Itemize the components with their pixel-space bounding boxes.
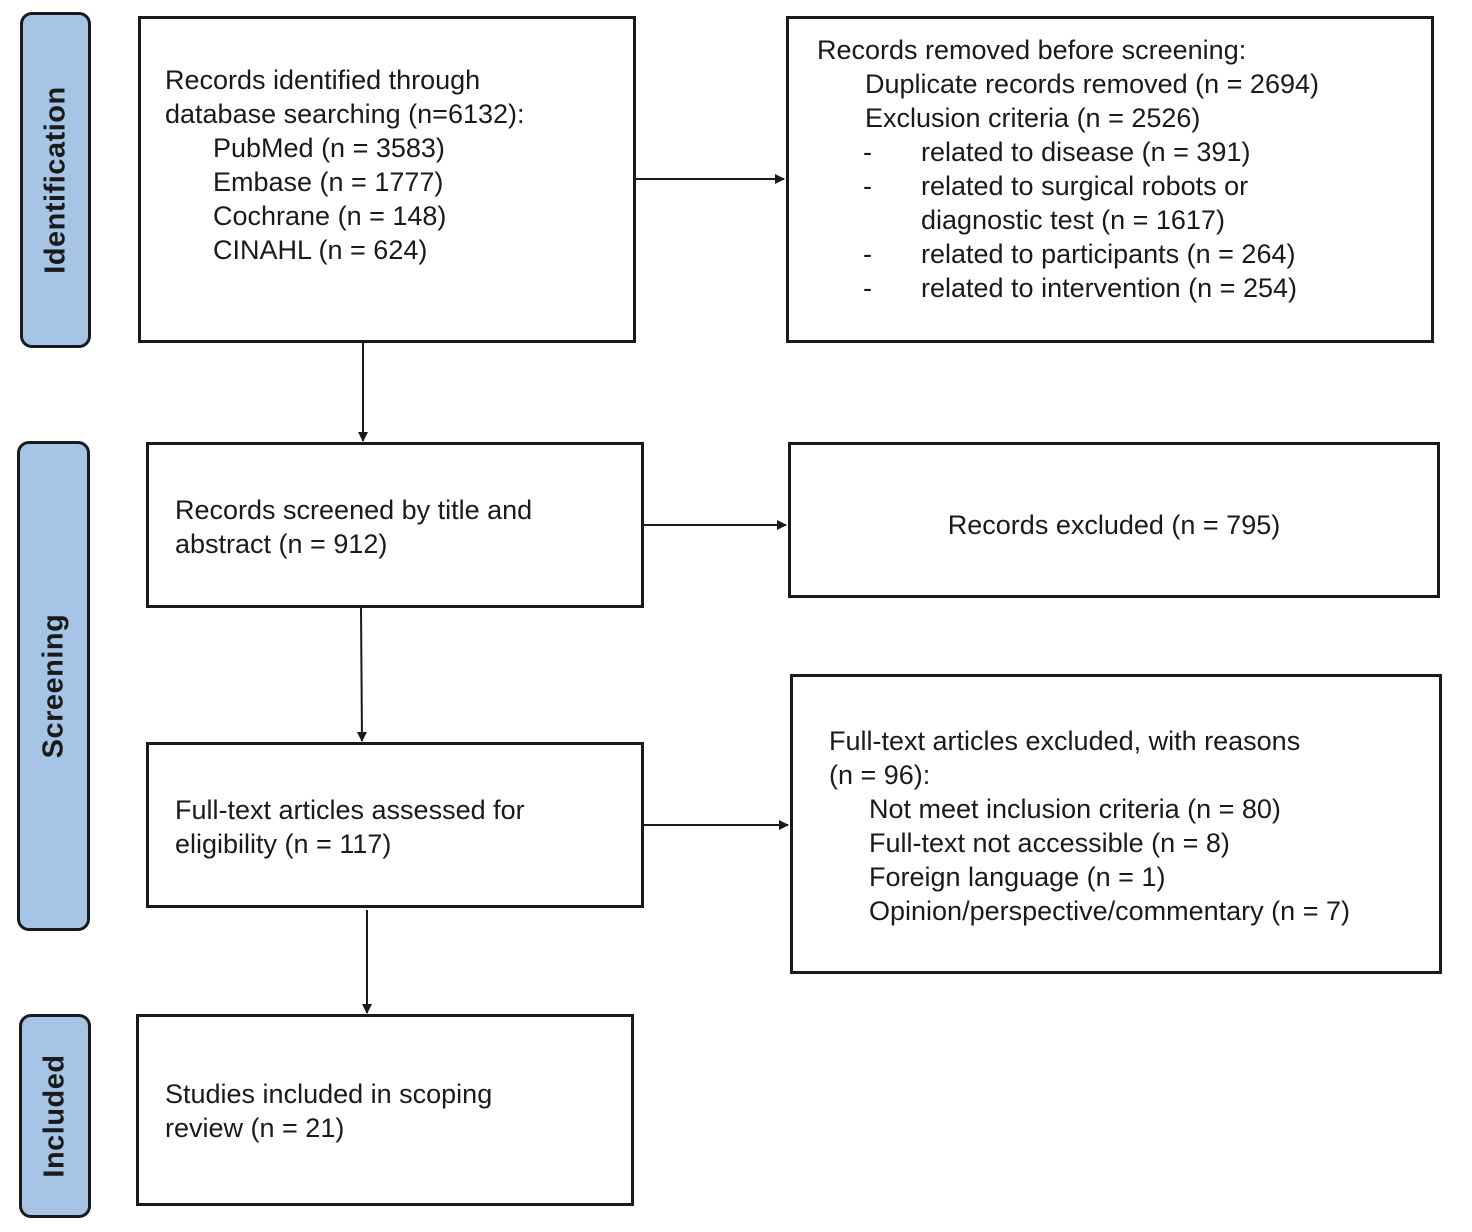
records-identified-box: Records identified through database sear… [138,16,636,343]
fulltext-excluded-heading-line1: Full-text articles excluded, with reason… [829,726,1301,756]
removed-heading: Records removed before screening: [817,35,1247,65]
studies-included-box: Studies included in scoping review (n = … [136,1014,634,1206]
phase-bar-included: Included [19,1014,91,1218]
source-cochrane: Cochrane (n = 148) [213,201,447,231]
bullet-dash: - [863,239,872,269]
screened-line2: abstract (n = 912) [175,529,388,559]
phase-bar-identification: Identification [20,12,91,348]
bullet-dash: - [863,273,872,303]
criteria-intervention-text: related to intervention (n = 254) [921,273,1297,303]
phase-bar-screening: Screening [17,441,90,931]
records-excluded-box: Records excluded (n = 795) [788,442,1440,598]
source-cinahl: CINAHL (n = 624) [213,235,428,265]
identified-heading-line1: Records identified through [165,65,481,95]
reason-opinion: Opinion/perspective/commentary (n = 7) [869,896,1350,926]
duplicates-removed: Duplicate records removed (n = 2694) [865,69,1319,99]
criteria-participants-text: related to participants (n = 264) [921,239,1296,269]
excluded-text: Records excluded (n = 795) [947,510,1281,540]
fulltext-excluded-heading-line2: (n = 96): [829,760,931,790]
bullet-dash: - [863,171,872,201]
included-line2: review (n = 21) [165,1113,345,1143]
records-screened-box: Records screened by title and abstract (… [146,442,644,608]
bullet-dash: - [863,137,872,167]
criteria-participants: - related to participants (n = 264) [817,237,1431,271]
exclusion-criteria: Exclusion criteria (n = 2526) [865,103,1201,133]
criteria-disease-text: related to disease (n = 391) [921,137,1251,167]
criteria-robots-text: related to surgical robots or [921,171,1249,201]
records-removed-box: Records removed before screening: Duplic… [786,16,1434,343]
criteria-diagnostic: diagnostic test (n = 1617) [921,205,1225,235]
fulltext-assessed-box: Full-text articles assessed for eligibil… [146,742,644,908]
source-embase: Embase (n = 1777) [213,167,444,197]
criteria-disease: - related to disease (n = 391) [817,135,1431,169]
criteria-intervention: - related to intervention (n = 254) [817,271,1431,305]
reason-foreign-language: Foreign language (n = 1) [869,862,1166,892]
reason-not-accessible: Full-text not accessible (n = 8) [869,828,1230,858]
reason-inclusion-criteria: Not meet inclusion criteria (n = 80) [869,794,1281,824]
fulltext-line1: Full-text articles assessed for [175,795,525,825]
fulltext-line2: eligibility (n = 117) [175,829,392,859]
source-pubmed: PubMed (n = 3583) [213,133,445,163]
criteria-robots: - related to surgical robots or [817,169,1431,203]
fulltext-excluded-box: Full-text articles excluded, with reason… [790,674,1442,974]
included-line1: Studies included in scoping [165,1079,493,1109]
arrow-screened-to-fulltext [356,607,367,742]
identified-heading-line2: database searching (n=6132): [165,99,525,129]
screened-line1: Records screened by title and [175,495,533,525]
